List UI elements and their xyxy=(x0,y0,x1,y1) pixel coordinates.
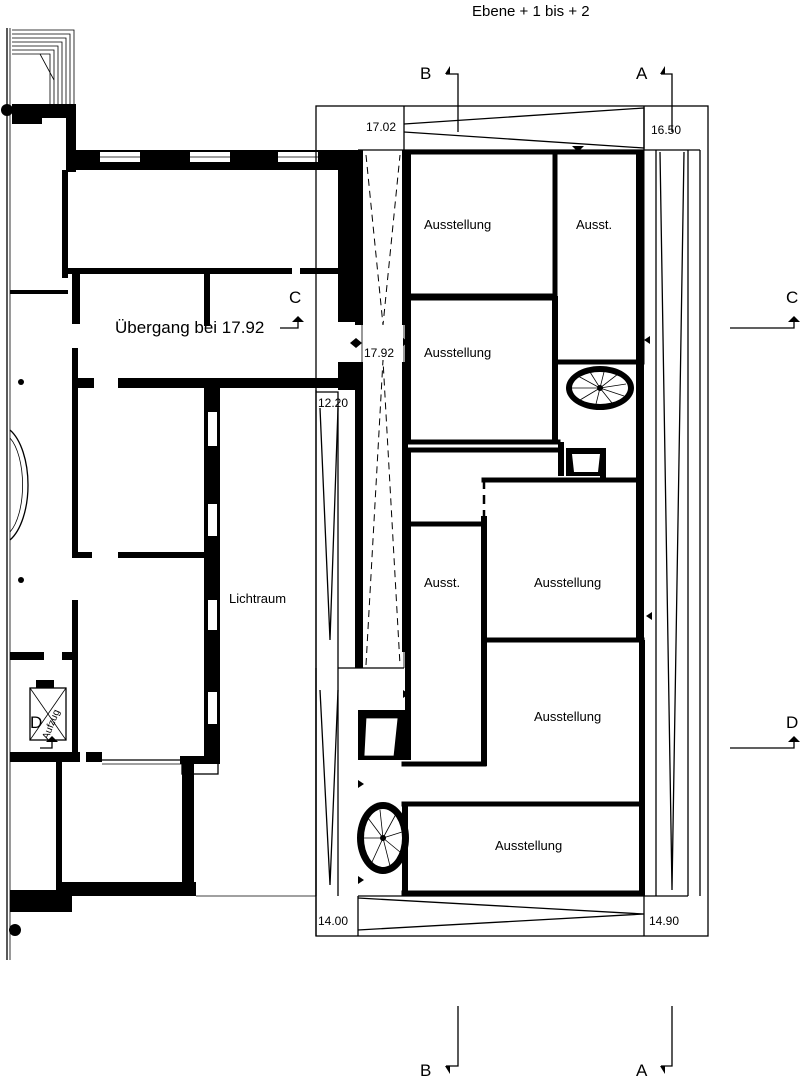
room-label-ausst-1: Ausst. xyxy=(576,217,612,232)
passage-bridge xyxy=(350,150,409,698)
section-marker-icon: A xyxy=(636,64,673,132)
existing-building: Aufzug xyxy=(1,28,362,960)
room-label-ausstellung-4: Ausstellung xyxy=(534,709,601,724)
section-label-d-right: D xyxy=(786,713,798,732)
column-icon xyxy=(18,379,24,385)
section-label-a-bottom: A xyxy=(636,1061,648,1080)
section-marker-icon: C xyxy=(730,288,800,329)
level-label: 16.50 xyxy=(651,123,681,137)
section-marker-icon: A xyxy=(636,1006,673,1080)
section-marker-icon: D xyxy=(730,713,800,749)
door-marker-icon xyxy=(350,338,356,348)
new-building xyxy=(315,105,709,937)
level-label: 17.02 xyxy=(366,120,396,134)
window-column xyxy=(208,412,217,724)
level-label: 14.00 xyxy=(318,914,348,928)
room-label-ausstellung-1: Ausstellung xyxy=(424,217,491,232)
spiral-stair-icon xyxy=(566,366,634,410)
section-marker-icon: C xyxy=(280,288,304,329)
elevator-label: Aufzug xyxy=(41,708,63,741)
room-label-ausstellung-3: Ausstellung xyxy=(534,575,601,590)
column-icon xyxy=(18,577,24,583)
door-marker-icon xyxy=(572,146,584,152)
room-label-ausstellung-5: Ausstellung xyxy=(495,838,562,853)
room-label-ausstellung-2: Ausstellung xyxy=(424,345,491,360)
section-label-b-top: B xyxy=(420,64,431,83)
level-label: 17.92 xyxy=(364,346,394,360)
level-label: 14.90 xyxy=(649,914,679,928)
column-icon xyxy=(9,924,21,936)
section-marker-icon: B xyxy=(420,1006,459,1080)
section-label-b-bottom: B xyxy=(420,1061,431,1080)
section-label-d-left: D xyxy=(30,713,42,732)
level-label: 12.20 xyxy=(318,396,348,410)
section-label-c-right: C xyxy=(786,288,798,307)
section-marker-icon: B xyxy=(420,64,459,132)
room-label-ausst-2: Ausst. xyxy=(424,575,460,590)
entrance-steps xyxy=(12,29,75,104)
column-icon xyxy=(1,104,13,116)
room-label-lichtraum: Lichtraum xyxy=(229,591,286,606)
plan-title: Ebene + 1 bis + 2 xyxy=(472,3,590,20)
passage-label: Übergang bei 17.92 xyxy=(115,318,264,337)
section-marker-icon: D xyxy=(30,713,58,749)
section-label-c-left: C xyxy=(289,288,301,307)
spiral-stair-icon xyxy=(357,802,409,874)
section-label-a-top: A xyxy=(636,64,648,83)
